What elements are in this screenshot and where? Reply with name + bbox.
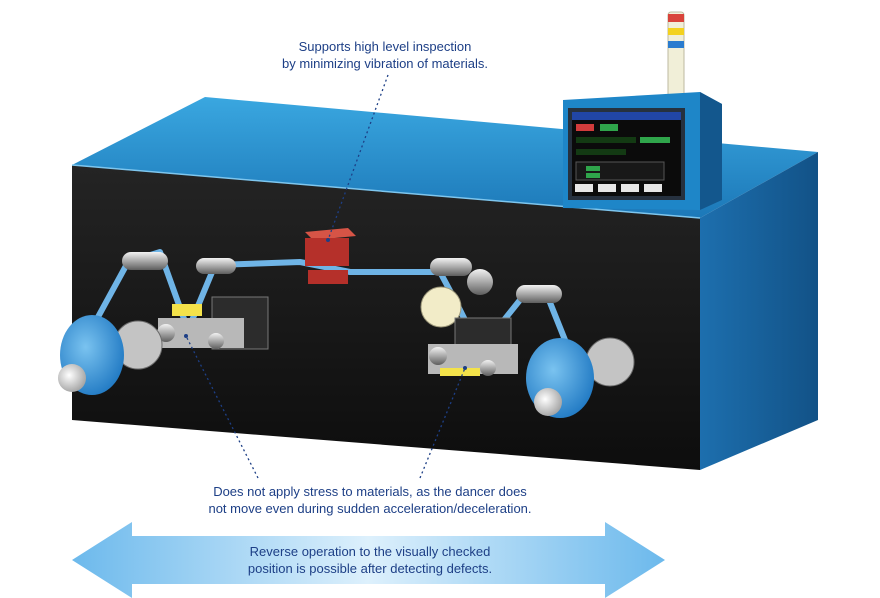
callout-inspection-line-1: Supports high level inspection xyxy=(298,39,472,54)
cabinet-side xyxy=(700,152,818,470)
leader-dancer-left xyxy=(185,335,259,479)
rewind-reel-hub xyxy=(534,388,562,416)
dancer-unit-left xyxy=(157,296,269,350)
cream-roller xyxy=(420,286,462,328)
signal-tower xyxy=(667,11,685,101)
callout-reverse-line-1: Reverse operation to the visually checke… xyxy=(249,544,491,559)
guide-rollers xyxy=(122,252,562,328)
roller-left-top xyxy=(122,252,168,270)
inspection-head xyxy=(305,228,356,284)
control-box xyxy=(563,92,722,210)
tower-light-red xyxy=(668,14,684,22)
roller-right-top xyxy=(430,258,472,276)
callout-dancer-line-2: not move even during sudden acceleration… xyxy=(208,501,532,516)
callout-inspection: Supports high level inspection by minimi… xyxy=(240,38,530,72)
reverse-direction-arrow xyxy=(72,522,665,598)
unwind-reel-hub xyxy=(58,364,86,392)
roller-right-upper xyxy=(516,285,562,303)
callout-inspection-line-2: by minimizing vibration of materials. xyxy=(282,56,488,71)
rewind-reel xyxy=(526,337,635,418)
leader-inspection xyxy=(327,74,389,241)
unwind-reel xyxy=(58,315,163,395)
callout-reverse: Reverse operation to the visually checke… xyxy=(200,543,540,577)
tower-light-blue xyxy=(668,41,684,48)
cabinet-edge xyxy=(71,164,701,219)
callout-dancer: Does not apply stress to materials, as t… xyxy=(160,483,580,517)
dancer-unit-right xyxy=(428,317,518,376)
screen-button-green xyxy=(600,124,618,131)
callout-leaders xyxy=(184,74,467,479)
small-roller xyxy=(467,269,493,295)
tower-light-yellow xyxy=(668,28,684,35)
callout-dancer-line-1: Does not apply stress to materials, as t… xyxy=(213,484,527,499)
screen-button-red xyxy=(576,124,594,131)
roller-left-mid xyxy=(196,258,236,274)
callout-reverse-line-2: position is possible after detecting def… xyxy=(247,561,493,576)
